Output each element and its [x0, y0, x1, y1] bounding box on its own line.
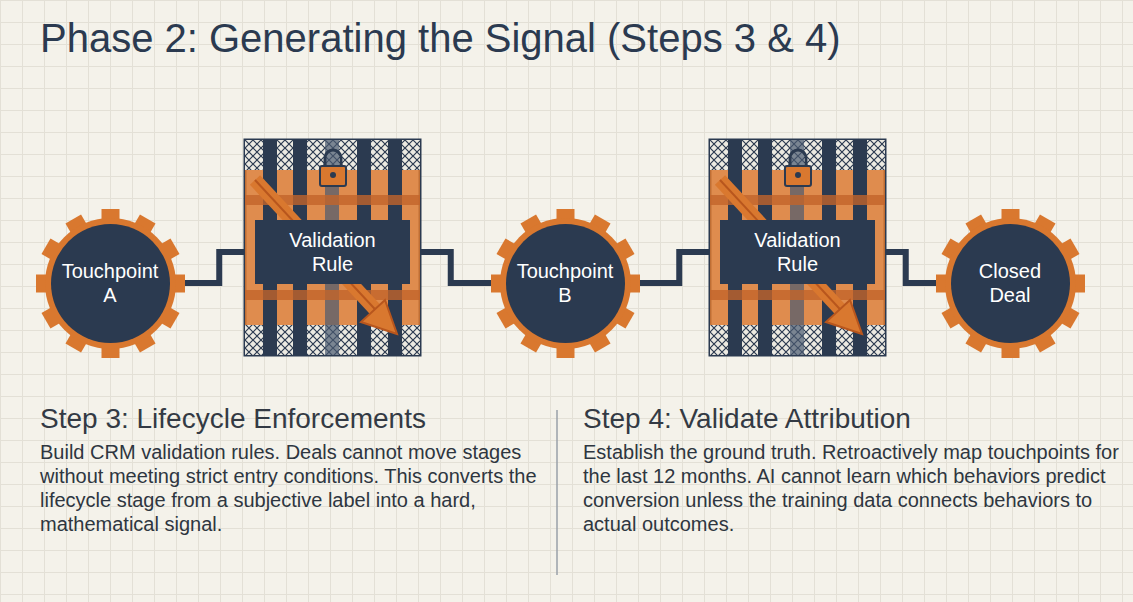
gear-outline [492, 210, 639, 357]
node-label: Closed Deal [960, 259, 1060, 307]
step-heading: Step 4: Validate Attribution [583, 402, 1123, 436]
gear-outline [937, 210, 1084, 357]
gear-node: Touchpoint B [492, 210, 639, 357]
step-body: Establish the ground truth. Retroactivel… [583, 440, 1123, 536]
gear-node: Closed Deal [937, 210, 1084, 357]
node-label: Touchpoint A [60, 259, 160, 307]
gear-node: Touchpoint A [37, 210, 184, 357]
node-label: Touchpoint B [515, 259, 615, 307]
node-text-group: Closed Deal [960, 259, 1060, 307]
node-text-group: Touchpoint B [515, 259, 615, 307]
gear-outline [37, 210, 184, 357]
node-text-group: Touchpoint A [60, 259, 160, 307]
step-heading: Step 3: Lifecycle Enforcements [40, 402, 545, 436]
node-label: Validation Rule [270, 228, 395, 276]
step-body: Build CRM validation rules. Deals cannot… [40, 440, 545, 536]
connector-line [410, 252, 492, 283]
validation-box: Validation Rule [255, 220, 410, 284]
node-label: Validation Rule [735, 228, 860, 276]
diagram-title: Phase 2: Generating the Signal (Steps 3 … [40, 14, 841, 62]
node-text-group: Validation Rule [735, 228, 860, 276]
validation-box: Validation Rule [720, 220, 875, 284]
node-text-group: Validation Rule [270, 228, 395, 276]
connector-line [639, 252, 721, 283]
